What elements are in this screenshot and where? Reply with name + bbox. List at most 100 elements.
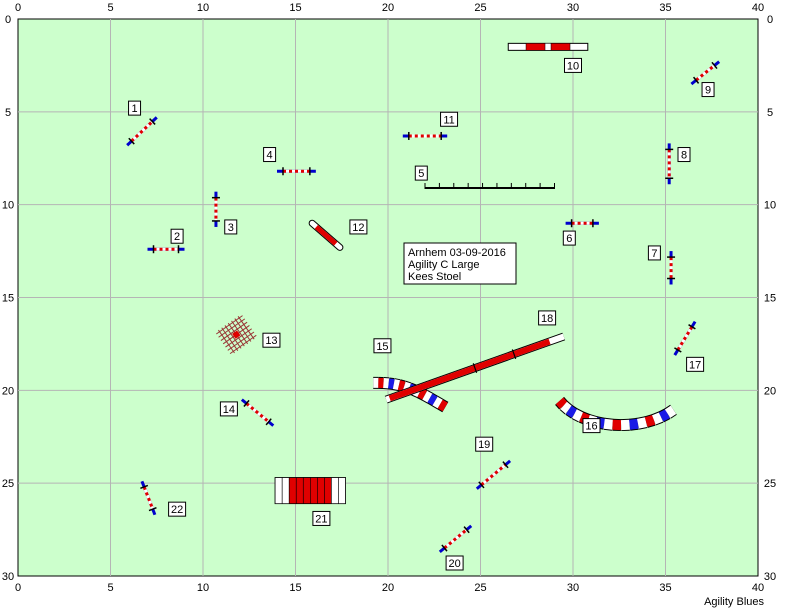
x-tick-label-top: 20 bbox=[382, 2, 394, 14]
x-tick-label-bottom: 20 bbox=[382, 582, 394, 594]
table-21 bbox=[274, 477, 346, 505]
tunnel15-segment bbox=[422, 390, 433, 403]
obstacle-number-15: 15 bbox=[376, 341, 388, 353]
table-slat bbox=[331, 477, 339, 504]
y-tick-label-left: 15 bbox=[2, 293, 14, 305]
y-tick-label-left: 30 bbox=[2, 571, 14, 583]
jump-pole-stripes bbox=[130, 120, 154, 143]
weave-poles-18 bbox=[384, 332, 566, 404]
obstacle-number-7: 7 bbox=[651, 248, 657, 260]
tunnel-15 bbox=[373, 376, 449, 413]
jump-stand bbox=[674, 347, 682, 353]
obstacle-label-box-7 bbox=[647, 245, 661, 261]
obstacle-label-box-22 bbox=[168, 501, 187, 517]
x-tick-label-bottom: 40 bbox=[752, 582, 764, 594]
x-tick-label-bottom: 5 bbox=[107, 582, 113, 594]
x-tick-label-top: 40 bbox=[752, 2, 764, 14]
x-tick-label-top: 25 bbox=[474, 2, 486, 14]
tunnel15-segment bbox=[397, 380, 406, 392]
jump-stand bbox=[502, 461, 509, 469]
weave-square-line bbox=[225, 328, 252, 348]
dogwalk-5 bbox=[424, 182, 555, 189]
tunnel15-segment bbox=[437, 399, 448, 412]
x-tick-label-top: 5 bbox=[107, 2, 113, 14]
seesaw-pivot bbox=[544, 43, 552, 51]
jump-3 bbox=[211, 191, 220, 227]
obstacle-label-box-3 bbox=[224, 219, 238, 235]
jump-pole-stripes bbox=[245, 402, 270, 423]
jump-stand bbox=[441, 544, 448, 552]
y-tick-label-right: 20 bbox=[764, 385, 776, 397]
obstacle-label-box-1 bbox=[128, 100, 142, 116]
y-tick-label-left: 20 bbox=[2, 385, 14, 397]
tunnel15-segment bbox=[432, 396, 443, 409]
jump-22 bbox=[140, 480, 157, 516]
tunnel16-segment bbox=[652, 412, 663, 425]
jump-stand bbox=[243, 399, 250, 408]
tunnel16-segment bbox=[555, 397, 568, 409]
obstacle-number-13: 13 bbox=[265, 335, 277, 347]
x-tick-label-bottom: 25 bbox=[474, 582, 486, 594]
tunnel16-segment bbox=[572, 409, 584, 422]
table-slat bbox=[302, 477, 311, 504]
x-tick-label-bottom: 30 bbox=[567, 582, 579, 594]
obstacle-number-2: 2 bbox=[174, 231, 180, 243]
table-slat bbox=[274, 477, 283, 504]
weave-square-rotated bbox=[216, 315, 257, 355]
jump-stand bbox=[265, 418, 272, 426]
obstacles-layer bbox=[126, 42, 721, 554]
jump-1 bbox=[126, 116, 158, 147]
x-tick-label-bottom: 10 bbox=[197, 582, 209, 594]
obstacle-label-box-6 bbox=[562, 230, 576, 246]
y-tick-label-left: 0 bbox=[5, 14, 11, 26]
tunnel16-segment bbox=[637, 417, 648, 429]
jump-2 bbox=[147, 245, 185, 254]
x-tick-label-top: 10 bbox=[197, 2, 209, 14]
obstacle-label-box-16 bbox=[582, 418, 601, 434]
obstacle-label-box-8 bbox=[677, 147, 691, 163]
y-tick-label-right: 5 bbox=[767, 107, 773, 119]
tunnel16-segment bbox=[644, 415, 656, 427]
y-tick-label-left: 25 bbox=[2, 478, 14, 490]
table-slat bbox=[281, 477, 290, 504]
obstacle-label-box-10 bbox=[564, 57, 582, 73]
obstacle-label-box-13 bbox=[262, 332, 281, 348]
weave-square-line bbox=[227, 331, 255, 351]
aframe-12 bbox=[308, 219, 344, 251]
obstacle-number-19: 19 bbox=[478, 439, 490, 451]
x-tick-label-top: 15 bbox=[289, 2, 301, 14]
tunnel15-segment bbox=[417, 388, 428, 400]
weave-square-line bbox=[229, 334, 257, 355]
tunnel15-segment bbox=[388, 378, 395, 390]
y-tick-label-right: 30 bbox=[764, 571, 776, 583]
weave-square-line bbox=[234, 318, 252, 342]
obstacle-label-box-4 bbox=[263, 147, 277, 163]
obstacle-number-4: 4 bbox=[267, 150, 273, 162]
obstacle-number-18: 18 bbox=[541, 313, 553, 325]
y-tick-label-right: 0 bbox=[767, 14, 773, 26]
obstacle-label-box-17 bbox=[686, 356, 705, 372]
jump-20 bbox=[438, 524, 473, 554]
tunnel15-segment bbox=[427, 393, 438, 406]
y-tick-label-right: 25 bbox=[764, 478, 776, 490]
jump-stand bbox=[478, 481, 485, 489]
info-line-venue: Arnhem 03-09-2016 bbox=[408, 247, 506, 259]
table-slat bbox=[324, 477, 332, 504]
y-tick-label-left: 10 bbox=[2, 200, 14, 212]
table-slat bbox=[338, 477, 346, 504]
jump-pole-stripes bbox=[443, 528, 468, 550]
jump-pole-stripes bbox=[676, 325, 694, 351]
jump-stand bbox=[148, 506, 157, 512]
x-tick-label-top: 35 bbox=[659, 2, 671, 14]
brand-label: Agility Blues bbox=[704, 596, 764, 608]
table-slat bbox=[309, 477, 318, 504]
jump-19 bbox=[475, 459, 512, 490]
x-tick-label-top: 0 bbox=[15, 2, 21, 14]
jump-pole-stripes bbox=[695, 64, 716, 82]
jump-stand bbox=[128, 137, 135, 145]
course-info-box: Arnhem 03-09-2016 Agility C Large Kees S… bbox=[403, 242, 517, 285]
obstacle-number-14: 14 bbox=[223, 404, 235, 416]
